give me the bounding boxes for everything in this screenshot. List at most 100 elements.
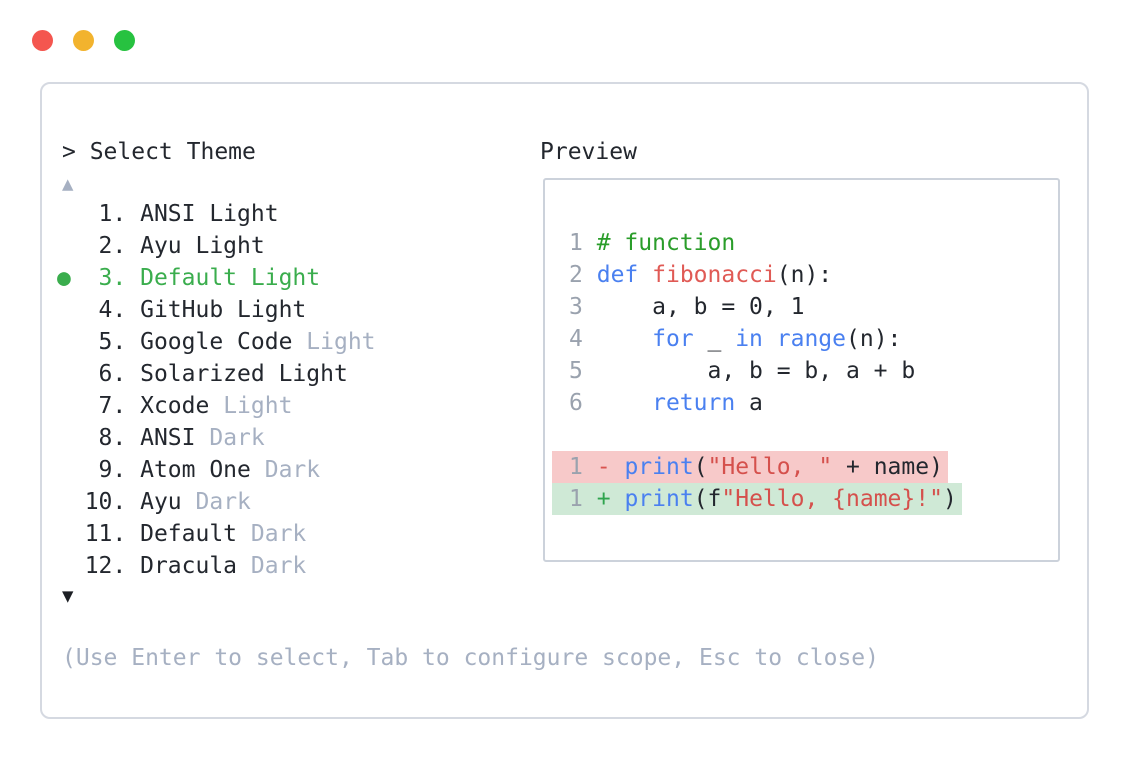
theme-item-variant-label: Dark bbox=[209, 425, 265, 451]
token-plain: _ bbox=[693, 326, 736, 352]
diff-line-add: 1 + print(f"Hello, {name}!") bbox=[552, 483, 962, 515]
theme-item-label: 5. Google Code bbox=[84, 329, 293, 355]
theme-item-xcode[interactable]: 7. Xcode Light bbox=[57, 390, 376, 422]
theme-picker-window: > Select Theme ▲ 1. ANSI Light 2. Ayu Li… bbox=[40, 82, 1089, 719]
scroll-up-icon[interactable]: ▲ bbox=[62, 173, 74, 195]
token-fn: fibonacci bbox=[652, 262, 777, 288]
code-line-content: 1 - print("Hello, " + name) bbox=[552, 451, 948, 483]
theme-item-label: 9. Atom One bbox=[84, 457, 251, 483]
theme-item-label: 11. Default bbox=[84, 521, 238, 547]
token-plain: a, b = 0, 1 bbox=[596, 294, 805, 320]
line-number: 1 bbox=[569, 486, 583, 512]
token-str: "Hello, " bbox=[707, 454, 833, 480]
theme-item-label: 6. Solarized Light bbox=[84, 361, 348, 387]
bullet-spacer bbox=[57, 201, 85, 227]
theme-item-ayu[interactable]: 10. Ayu Dark bbox=[57, 486, 376, 518]
theme-item-label: 2. Ayu Light bbox=[84, 233, 265, 259]
scroll-down-icon[interactable]: ▼ bbox=[62, 585, 74, 607]
preview-label: Preview bbox=[540, 139, 637, 165]
close-window-button[interactable] bbox=[32, 30, 53, 51]
theme-item-variant-label: Dark bbox=[250, 521, 307, 547]
token-plain: a bbox=[735, 390, 763, 416]
bullet-spacer bbox=[57, 489, 85, 515]
theme-item-variant-label: Dark bbox=[264, 457, 321, 483]
bullet-spacer bbox=[57, 425, 85, 451]
code-line-content: 5 a, b = b, a + b bbox=[569, 355, 915, 387]
diff-line-del: 1 - print("Hello, " + name) bbox=[552, 451, 962, 483]
theme-item-ansi-light[interactable]: 1. ANSI Light bbox=[57, 198, 376, 230]
code-line: 4 for _ in range(n): bbox=[569, 323, 962, 355]
code-line-content: 4 for _ in range(n): bbox=[569, 323, 901, 355]
code-line: 2 def fibonacci(n): bbox=[569, 259, 962, 291]
token-plain bbox=[611, 454, 625, 480]
token-add: + bbox=[596, 486, 611, 512]
token-plain: (n): bbox=[846, 326, 902, 352]
theme-item-variant-label: Dark bbox=[250, 553, 307, 579]
bullet-spacer bbox=[57, 361, 85, 387]
token-kw: print bbox=[624, 486, 694, 512]
bullet-spacer bbox=[57, 457, 85, 483]
code-line: 5 a, b = b, a + b bbox=[569, 355, 962, 387]
code-line-content: 3 a, b = 0, 1 bbox=[569, 291, 804, 323]
token-plain bbox=[611, 486, 625, 512]
minimize-window-button[interactable] bbox=[73, 30, 94, 51]
theme-list: 1. ANSI Light 2. Ayu Light ● 3. Default L… bbox=[57, 198, 376, 582]
bullet-spacer bbox=[57, 329, 85, 355]
token-plain bbox=[763, 326, 777, 352]
prompt-select-theme: > Select Theme bbox=[62, 139, 256, 165]
token-kw: return bbox=[652, 390, 736, 416]
selected-bullet-icon: ● bbox=[57, 265, 85, 291]
theme-item-ansi[interactable]: 8. ANSI Dark bbox=[57, 422, 376, 454]
token-plain bbox=[638, 262, 652, 288]
code-line: 3 a, b = 0, 1 bbox=[569, 291, 962, 323]
token-plain: (f bbox=[693, 486, 722, 512]
token-kw: def bbox=[596, 262, 639, 288]
theme-item-label: 8. ANSI bbox=[84, 425, 196, 451]
token-kw: range bbox=[776, 326, 847, 352]
theme-item-github-light[interactable]: 4. GitHub Light bbox=[57, 294, 376, 326]
line-number: 6 bbox=[569, 390, 583, 416]
code-line: 1 # function bbox=[569, 227, 962, 259]
bullet-spacer bbox=[57, 553, 85, 579]
token-str: "Hello, {name}!" bbox=[721, 486, 943, 512]
theme-item-dracula[interactable]: 12. Dracula Dark bbox=[57, 550, 376, 582]
line-number: 2 bbox=[569, 262, 583, 288]
code-line-content: 1 + print(f"Hello, {name}!") bbox=[552, 483, 962, 515]
line-number: 1 bbox=[569, 454, 583, 480]
bullet-spacer bbox=[57, 233, 85, 259]
window-controls bbox=[32, 30, 135, 51]
theme-item-solarized-light[interactable]: 6. Solarized Light bbox=[57, 358, 376, 390]
line-number: 4 bbox=[569, 326, 583, 352]
theme-item-default-light[interactable]: ● 3. Default Light bbox=[57, 262, 376, 294]
keyboard-hint: (Use Enter to select, Tab to configure s… bbox=[62, 645, 879, 671]
code-line-content: 2 def fibonacci(n): bbox=[569, 259, 832, 291]
token-comment: # function bbox=[596, 230, 736, 256]
theme-item-label: 12. Dracula bbox=[84, 553, 238, 579]
token-plain: a, b = b, a + b bbox=[596, 358, 916, 384]
theme-item-atom-one[interactable]: 9. Atom One Dark bbox=[57, 454, 376, 486]
theme-item-label: 10. Ayu bbox=[84, 489, 182, 515]
code-line bbox=[569, 419, 962, 451]
theme-item-default[interactable]: 11. Default Dark bbox=[57, 518, 376, 550]
theme-item-ayu-light[interactable]: 2. Ayu Light bbox=[57, 230, 376, 262]
token-kw: in bbox=[735, 326, 763, 352]
theme-item-variant-label: Dark bbox=[195, 489, 251, 515]
bullet-spacer bbox=[57, 521, 85, 547]
line-number: 1 bbox=[569, 230, 583, 256]
token-plain bbox=[597, 390, 652, 416]
token-plain: + name) bbox=[832, 454, 943, 480]
token-kw: for bbox=[652, 326, 694, 352]
code-line: 6 return a bbox=[569, 387, 962, 419]
token-plain bbox=[597, 326, 652, 352]
theme-item-google-code[interactable]: 5. Google Code Light bbox=[57, 326, 376, 358]
theme-item-label: 1. ANSI Light bbox=[84, 201, 279, 227]
code-line-content: 1 # function bbox=[569, 227, 735, 259]
theme-item-label: 4. GitHub Light bbox=[84, 297, 307, 323]
bullet-spacer bbox=[57, 393, 85, 419]
zoom-window-button[interactable] bbox=[114, 30, 135, 51]
token-del: - bbox=[596, 454, 611, 480]
theme-item-label: 3. Default Light bbox=[84, 265, 321, 291]
token-plain: ) bbox=[942, 486, 957, 512]
